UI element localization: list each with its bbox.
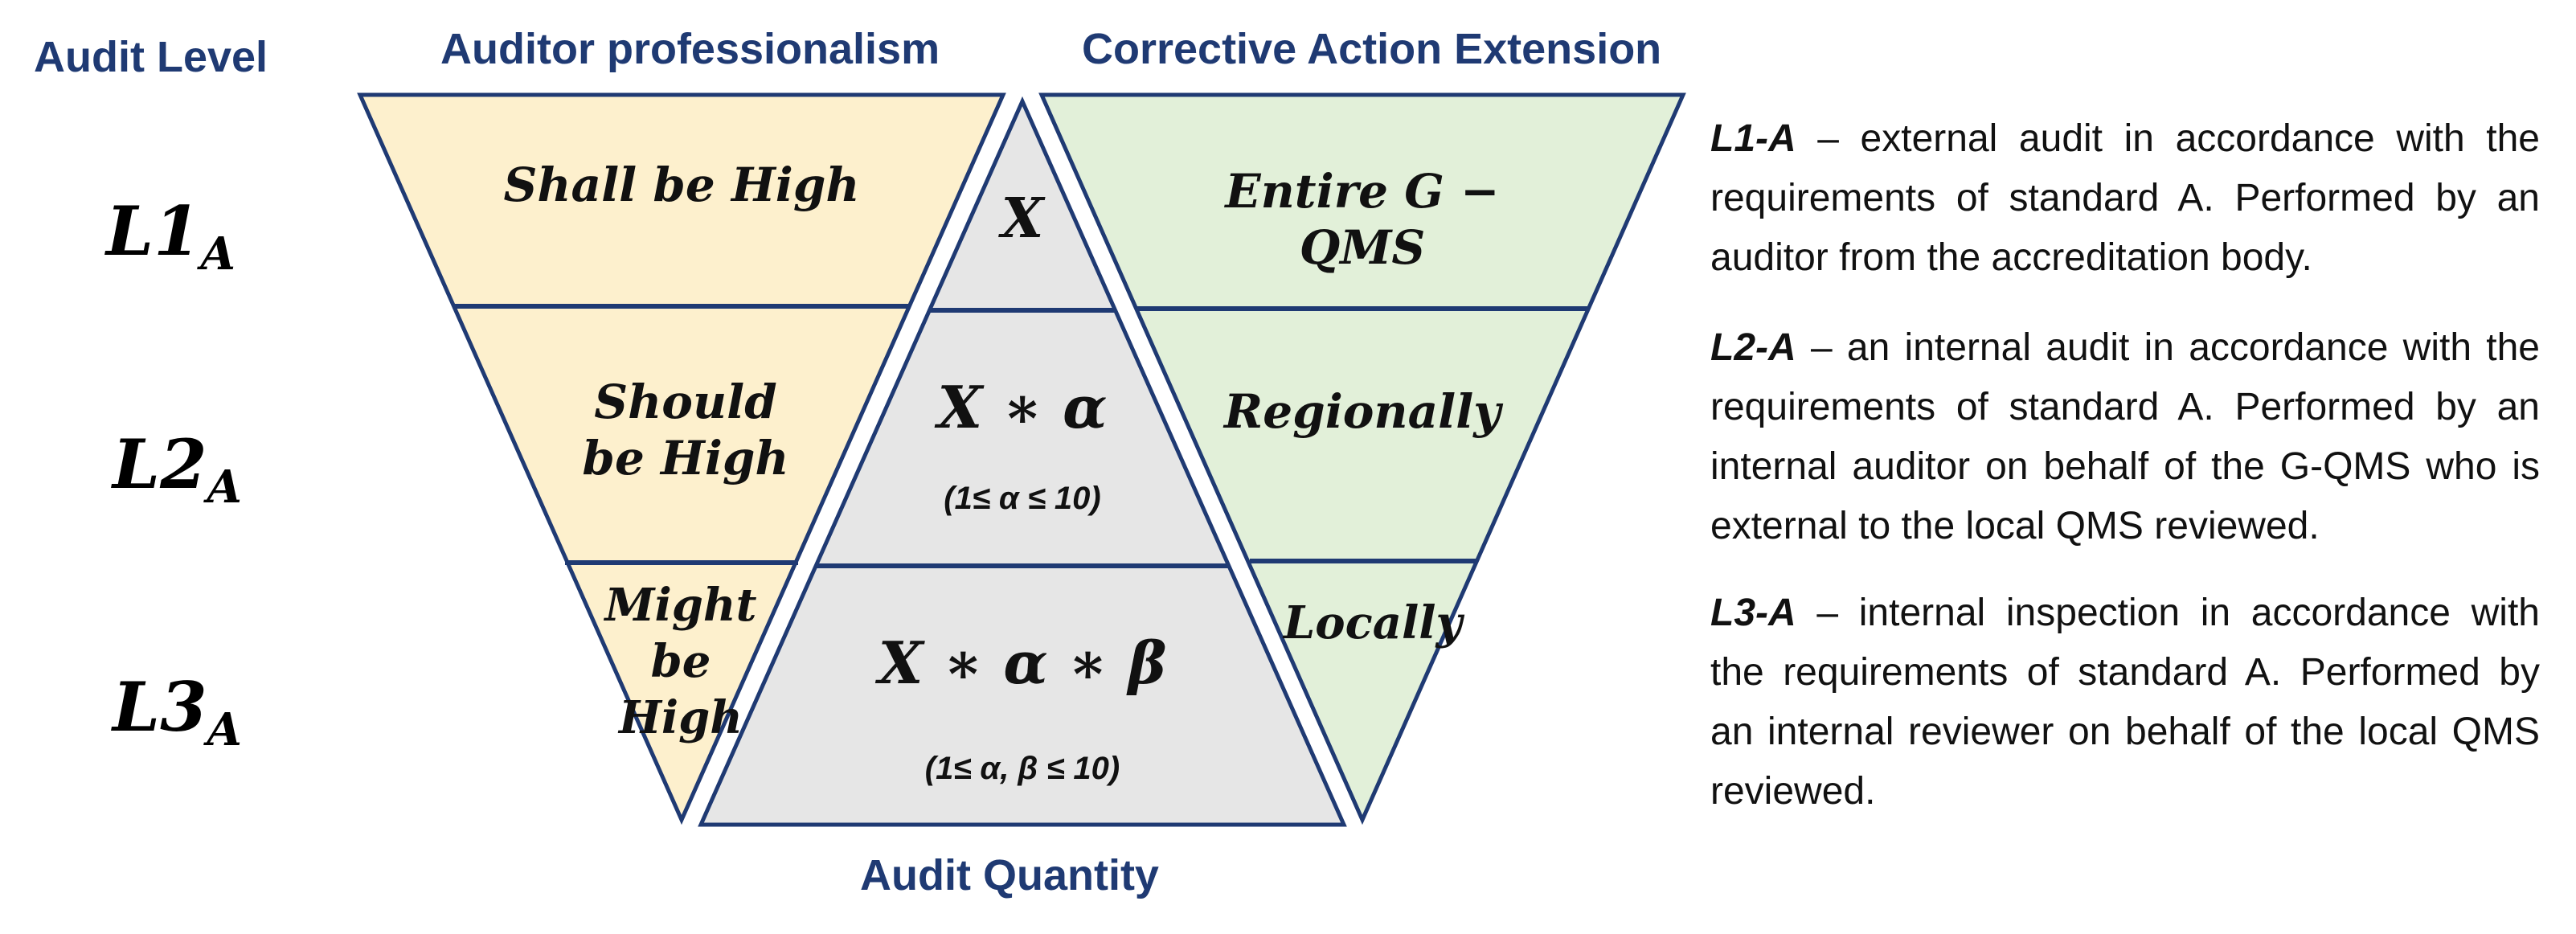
professionalism-label-l1: Shall be High (503, 158, 860, 212)
extension-label-l2: Regionally (1224, 384, 1501, 439)
extension-label-l1: Entire G − QMS (1225, 164, 1500, 275)
extension-triangle (1038, 92, 1686, 825)
quantity-formula-l3: X ∗ α ∗ β (878, 629, 1167, 697)
level-label-2: L2A (113, 424, 242, 514)
level-text-l3: – internal inspection in accordance with… (1710, 592, 2540, 813)
professionalism-label-l3: Might be High (604, 579, 757, 744)
audit-quantity-header: Audit Quantity (860, 851, 1159, 899)
level-label-3: L3A (113, 667, 242, 756)
level-text-l1: – external audit in accordance with the … (1710, 117, 2540, 279)
level-label-1: L1A (106, 191, 235, 281)
level-code-l1: L1-A (1710, 117, 1796, 160)
level-code-l3: L3-A (1710, 592, 1796, 634)
extension-label-l3: Locally (1283, 596, 1463, 649)
level-description-l1: L1-A – external audit in accordance with… (1710, 109, 2540, 288)
level-description-l2: L2-A – an internal audit in accordance w… (1710, 318, 2540, 556)
quantity-range-l2: (1≤ α ≤ 10) (944, 481, 1101, 516)
quantity-range-l3: (1≤ α, β ≤ 10) (924, 751, 1120, 786)
audit-level-header: Audit Level (34, 33, 268, 81)
quantity-triangle (698, 96, 1347, 827)
quantity-formula-l2: X ∗ α (937, 373, 1108, 441)
quantity-formula-l1: X (1001, 186, 1044, 251)
level-text-l2: – an internal audit in accordance with t… (1710, 326, 2540, 547)
level-code-l2: L2-A (1710, 326, 1796, 369)
corrective-action-extension-header: Corrective Action Extension (1082, 25, 1662, 73)
professionalism-label-l2: Should be High (582, 375, 789, 485)
professionalism-triangle (357, 92, 1006, 825)
auditor-professionalism-header: Auditor professionalism (440, 25, 940, 73)
level-description-l3: L3-A – internal inspection in accordance… (1710, 584, 2540, 821)
